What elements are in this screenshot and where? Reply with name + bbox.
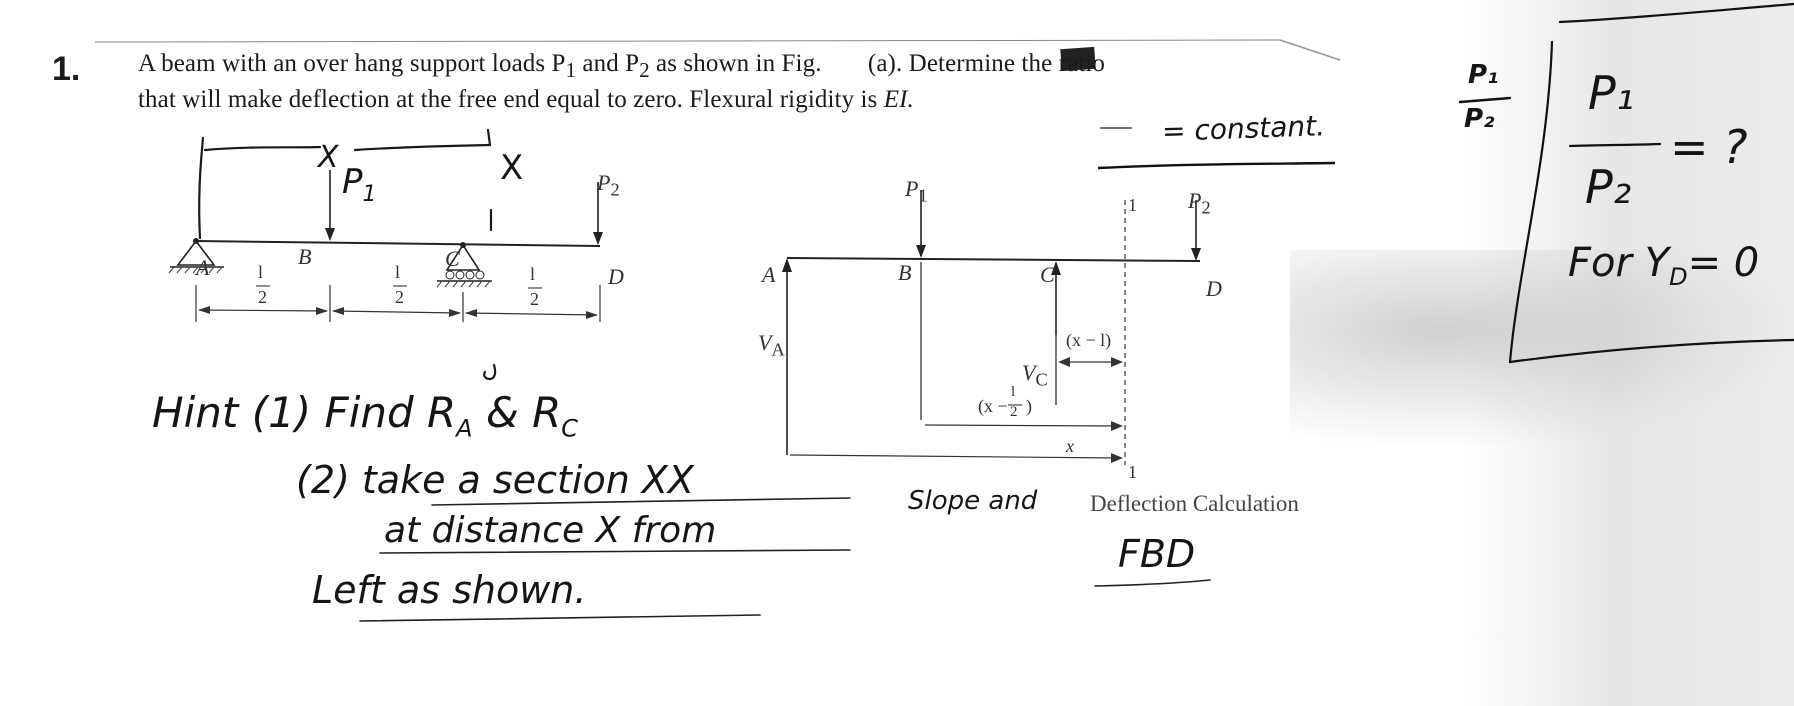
fig-b-section-bottom: 1 — [1128, 462, 1137, 482]
fig-b-label-xl: (x − l) — [1066, 330, 1112, 350]
fig-b-P2-text: P — [1188, 188, 1202, 213]
hw-p1: P1 — [342, 162, 377, 207]
fig-b-label-x: x — [1066, 436, 1074, 456]
text-b: and P — [576, 50, 640, 77]
fig-a-B-text: B — [298, 244, 312, 269]
scan-smudge — [1290, 250, 1794, 450]
fig-b-label-A: A — [762, 262, 775, 288]
fig-a-D-text: D — [608, 264, 624, 289]
hint-3: at distance X from — [384, 510, 717, 551]
hw-slope-and: Slope and — [908, 486, 1038, 516]
ei-symbol: EI. — [883, 86, 914, 113]
fig-a-dim2-den: 2 — [395, 287, 404, 307]
fig-b-VA-sub: A — [771, 339, 785, 360]
hint-2: (2) take a section XX — [296, 458, 694, 502]
fig-b-label-xhalf-num: l — [1011, 384, 1016, 400]
fig-a-P2-sub: 2 — [610, 179, 620, 200]
fig-b-label-xhalf-b: ) — [1026, 396, 1032, 416]
fig-b-section-top: 1 — [1128, 195, 1137, 215]
hint-1-rc-sub: C — [561, 414, 579, 443]
hint-1: Hint (1) Find RA & RC — [152, 388, 578, 442]
fig-b-P1-sub: 1 — [918, 185, 928, 206]
hw-ratio-den: P₂ — [1464, 104, 1495, 134]
problem-line-1: A beam with an over hang support loads P… — [138, 50, 1105, 83]
hint-4: Left as shown. — [312, 568, 587, 612]
text-line2: that will make deflection at the free en… — [138, 86, 884, 113]
hw-x-left: X — [318, 140, 339, 175]
box-eq: = ? — [1670, 120, 1748, 174]
hw-ratio-num: P₁ — [1468, 60, 1499, 90]
hint-1-and: & — [485, 388, 519, 437]
fig-a-label-D: D — [608, 264, 624, 290]
fig-b-VC-text: V — [1022, 360, 1036, 385]
hw-p1-sub: 1 — [362, 181, 377, 207]
hw-p1-text: P — [342, 162, 363, 202]
fig-b-VC-sub: C — [1035, 369, 1048, 390]
fig-a-dim1-num: l — [258, 262, 264, 282]
fig-b-label-P2: P2 — [1188, 188, 1211, 218]
fig-b-caption: Deflection Calculation — [1090, 491, 1299, 516]
text-d: (a). Determine the ratio — [867, 50, 1105, 77]
fig-a-C-text: C — [445, 246, 460, 271]
hint-1-rc: R — [532, 388, 562, 437]
fig-b-label-D: D — [1206, 276, 1222, 302]
fig-b-P2-sub: 2 — [1201, 197, 1211, 218]
fig-b-D-text: D — [1206, 276, 1222, 301]
fig-a-label-B: B — [298, 244, 311, 270]
fig-b-label-VA: VA — [758, 330, 785, 360]
sub-2: 2 — [639, 58, 650, 82]
fig-b-label-C: C — [1040, 262, 1055, 288]
fig-b-B-text: B — [898, 260, 912, 285]
fig-b-P1-text: P — [905, 176, 919, 201]
fig-a-label-P2: P2 — [597, 170, 620, 200]
fig-a-dim2-num: l — [395, 262, 401, 282]
fig-a-dim1-den: 2 — [258, 287, 267, 307]
fig-b-VA-text: V — [758, 330, 772, 355]
ink-blot — [1060, 46, 1096, 72]
beam-a — [195, 240, 601, 247]
box-for-sub: D — [1669, 263, 1688, 291]
fig-a-label-C: C — [445, 246, 460, 272]
fig-b-A-text: A — [762, 262, 776, 287]
fig-b-label-xhalf-a: (x − — [978, 396, 1008, 416]
fig-b-label-P1: P1 — [905, 176, 928, 206]
text-c: as shown in Fig. — [649, 50, 828, 77]
fig-a-A-text: A — [196, 255, 210, 280]
beam-figure-b — [782, 190, 1201, 465]
beam-figure-a — [168, 128, 603, 381]
hw-x-right: X — [500, 148, 524, 188]
box-den: P₂ — [1585, 160, 1632, 214]
fig-a-dim3-num: l — [530, 264, 536, 284]
question-number: 1. — [52, 50, 81, 88]
fig-b-C-text: C — [1040, 262, 1055, 287]
fig-b-label-xhalf-den: 2 — [1010, 404, 1018, 420]
fig-a-dim3-den: 2 — [530, 289, 539, 309]
box-for: For Y — [1568, 240, 1670, 286]
fig-b-label-VC: VC — [1022, 360, 1048, 390]
hint-1-text: Hint (1) Find R — [152, 388, 457, 437]
hint-1-ra-sub: A — [456, 414, 473, 443]
text-a: A beam with an over hang support loads P — [138, 50, 566, 77]
box-condition: For YD= 0 — [1568, 240, 1759, 291]
fig-a-label-A: A — [196, 255, 209, 281]
fig-a-P2-text: P — [597, 170, 611, 195]
fig-b-label-B: B — [898, 260, 911, 286]
hw-fbd: FBD — [1118, 532, 1196, 576]
box-num: P₁ — [1588, 66, 1635, 120]
box-for-eq: = 0 — [1687, 240, 1760, 286]
problem-line-2: that will make deflection at the free en… — [138, 86, 914, 114]
sub-1: 1 — [565, 58, 577, 82]
hw-constant: = constant. — [1161, 109, 1326, 148]
